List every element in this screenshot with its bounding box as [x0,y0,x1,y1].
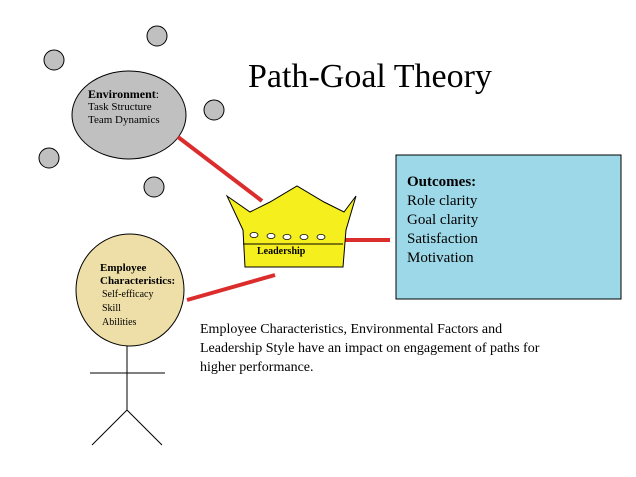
environment-satellite-circle [203,99,225,121]
crown-jewel [282,233,292,240]
crown-jewel [266,232,276,239]
outcomes-heading: Outcomes: [407,174,477,190]
leadership-label: Leadership [257,246,306,257]
leadership-crown-icon [225,185,357,268]
employee-item: Abilities [102,317,137,328]
environment-satellite-circle [146,25,168,47]
stick-figure-left-leg [91,409,128,446]
crown-jewel [249,231,259,238]
environment-node [71,70,187,160]
crown-jewel [299,233,309,240]
employee-heading: Employee Characteristics: [100,262,176,287]
outcomes-node [395,154,622,300]
environment-heading-colon: : [155,87,160,101]
page-title: Path-Goal Theory [248,58,492,95]
environment-item: Task Structure [88,101,152,113]
environment-heading: Environment: [88,87,159,102]
environment-satellite-circle [143,176,165,198]
employee-item: Self-efficacy [102,289,154,300]
environment-heading-text: Environment [88,87,156,101]
environment-leadership-connector [176,135,264,203]
employee-node [75,233,185,347]
outcomes-item: Motivation [407,250,474,266]
environment-satellite-circle [38,147,60,169]
employee-leadership-connector [186,273,276,302]
outcomes-item: Goal clarity [407,212,479,228]
crown-jewel [316,233,326,240]
outcomes-item: Satisfaction [407,231,478,247]
employee-item: Skill [102,303,121,314]
description-text: Employee Characteristics, Environmental … [200,322,540,375]
environment-satellite-circle [43,49,65,71]
stick-figure-right-leg [126,409,163,446]
environment-item: Team Dynamics [88,114,160,126]
outcomes-item: Role clarity [407,193,478,209]
